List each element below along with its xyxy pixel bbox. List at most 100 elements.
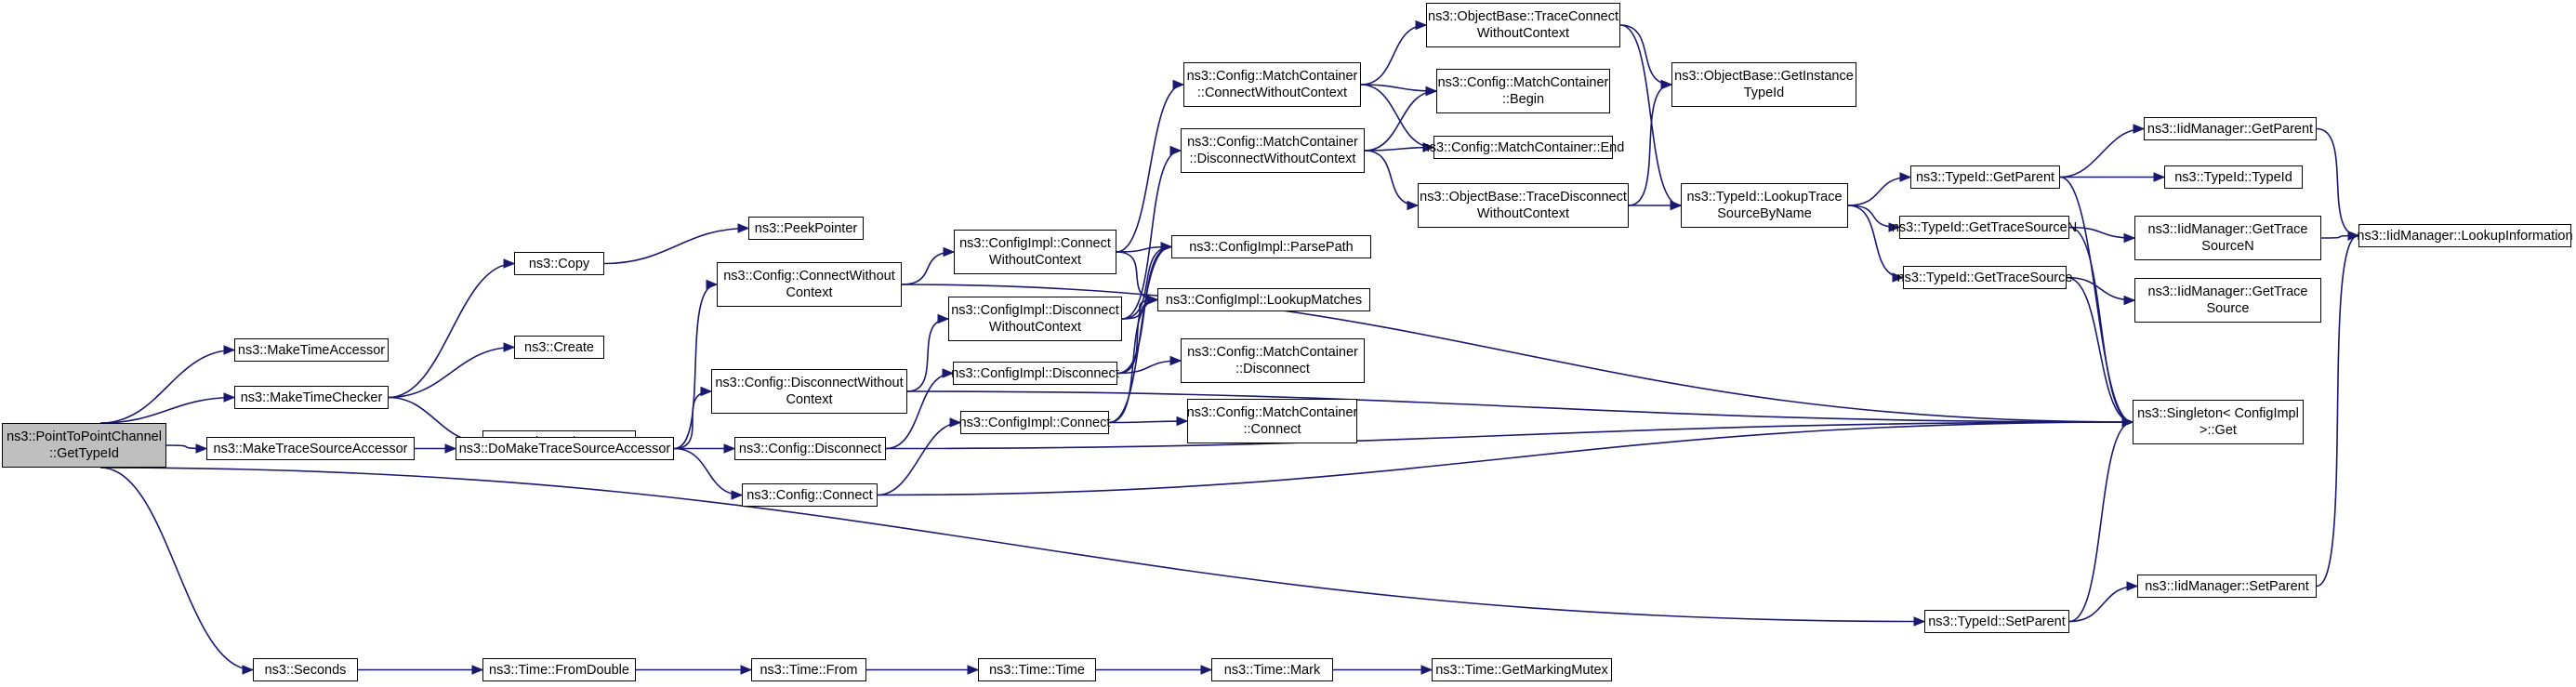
edge-typeIdGetTraceSourceN-to-iidGetTraceSourceN-arrowhead bbox=[2123, 232, 2136, 244]
node-impl-connect-w-c[interactable]: ns3::ConfigImpl::Connect WithoutContext bbox=[954, 230, 1116, 274]
node-cfg-disconnect-w-c[interactable]: ns3::Config::DisconnectWithout Context bbox=[711, 369, 907, 414]
edge-makeTimeChecker-to-copy bbox=[388, 262, 515, 399]
node-mc-begin[interactable]: ns3::Config::MatchContainer ::Begin bbox=[1436, 69, 1610, 113]
node-mc-connect-w-c[interactable]: ns3::Config::MatchContainer ::ConnectWit… bbox=[1183, 62, 1361, 107]
edge-implConnect-to-lookupMatches bbox=[1108, 298, 1158, 424]
node-create[interactable]: ns3::Create bbox=[514, 336, 604, 359]
edge-iidSetParent-to-lookupInformation bbox=[2316, 234, 2359, 588]
edge-root-to-makeTimeAccessor bbox=[100, 349, 235, 424]
edge-makeTimeChecker-to-create-arrowhead bbox=[503, 342, 516, 352]
edge-iidGetParent-to-lookupInformation bbox=[2316, 127, 2359, 237]
edge-cfgConnectWC-to-implConnectWC-arrowhead bbox=[943, 246, 956, 258]
edge-typeIdSetParent-to-singletonGet-arrowhead bbox=[2121, 416, 2134, 428]
node-iid-get-trace-source[interactable]: ns3::IidManager::GetTrace Source bbox=[2134, 278, 2321, 323]
node-time-get-marking-mutex[interactable]: ns3::Time::GetMarkingMutex bbox=[1432, 658, 1612, 681]
edge-cfgDisconnectWC-to-implDisconnectWC-arrowhead bbox=[937, 313, 950, 324]
edge-cfgDisconnect-to-singletonGet bbox=[885, 421, 2133, 450]
node-parse-path[interactable]: ns3::ConfigImpl::ParsePath bbox=[1171, 235, 1371, 258]
edge-mcDisconnectWC-to-mcBegin bbox=[1364, 90, 1437, 152]
edge-obTraceDisconnectWC-to-lookupTraceSource-arrowhead bbox=[1670, 200, 1683, 211]
edge-doMakeTSA-to-cfgConnectWC-arrowhead bbox=[706, 279, 719, 290]
node-singleton-get[interactable]: ns3::Singleton< ConfigImpl >::Get bbox=[2133, 400, 2304, 444]
edge-cfgDisconnectWC-to-singletonGet bbox=[906, 390, 2133, 423]
node-make-trace-source-accessor[interactable]: ns3::MakeTraceSourceAccessor bbox=[206, 437, 415, 460]
edge-implDisconnectWC-to-mcDisconnectWC bbox=[1121, 150, 1182, 320]
node-type-id-set-parent[interactable]: ns3::TypeId::SetParent bbox=[1924, 610, 2069, 633]
edge-obTraceConnectWC-to-lookupTraceSource bbox=[1619, 24, 1682, 206]
edge-obTraceDisconnectWC-to-obGetInstanceTypeId-arrowhead bbox=[1660, 79, 1673, 90]
node-iid-get-trace-source-n[interactable]: ns3::IidManager::GetTrace SourceN bbox=[2134, 216, 2321, 260]
node-lookup-information[interactable]: ns3::IidManager::LookupInformation bbox=[2357, 224, 2573, 247]
edge-implDisconnectWC-to-mcDisconnectWC-arrowhead bbox=[1169, 145, 1182, 156]
node-lookup-trace-source[interactable]: ns3::TypeId::LookupTrace SourceByName bbox=[1681, 183, 1848, 228]
node-do-make-t-s-a[interactable]: ns3::DoMakeTraceSourceAccessor bbox=[456, 437, 674, 460]
edge-makeTimeChecker-to-timeValueGet bbox=[388, 396, 483, 443]
node-time-time[interactable]: ns3::Time::Time bbox=[978, 658, 1096, 681]
node-cfg-disconnect[interactable]: ns3::Config::Disconnect bbox=[734, 437, 886, 460]
edge-mcConnectWC-to-obTraceConnectWC bbox=[1360, 24, 1427, 86]
edge-mcConnectWC-to-obTraceConnectWC-arrowhead bbox=[1415, 20, 1428, 31]
node-cfg-connect[interactable]: ns3::Config::Connect bbox=[742, 483, 878, 507]
edge-obTraceConnectWC-to-obGetInstanceTypeId bbox=[1619, 24, 1672, 86]
node-seconds[interactable]: ns3::Seconds bbox=[253, 658, 358, 681]
node-mc-end[interactable]: ns3::Config::MatchContainer::End bbox=[1422, 136, 1624, 159]
node-time-mark[interactable]: ns3::Time::Mark bbox=[1211, 658, 1333, 681]
edge-doMakeTSA-to-cfgConnectWC bbox=[673, 284, 718, 450]
edge-mcDisconnectWC-to-mcBegin-arrowhead bbox=[1425, 86, 1438, 97]
edge-typeIdSetParent-to-singletonGet bbox=[2068, 421, 2133, 623]
node-peek-pointer[interactable]: ns3::PeekPointer bbox=[748, 217, 864, 240]
node-impl-disconnect-w-c[interactable]: ns3::ConfigImpl::Disconnect WithoutConte… bbox=[948, 297, 1122, 341]
edge-mcDisconnectWC-to-mcEnd-arrowhead bbox=[1422, 142, 1435, 152]
node-type-id-type-id[interactable]: ns3::TypeId::TypeId bbox=[2164, 165, 2303, 189]
edge-timeFromDouble-to-timeFrom-arrowhead bbox=[740, 665, 753, 675]
edge-typeIdGetParent-to-iidGetParent bbox=[2059, 127, 2145, 178]
node-mc-connect[interactable]: ns3::Config::MatchContainer ::Connect bbox=[1187, 399, 1357, 443]
node-mc-disconnect[interactable]: ns3::Config::MatchContainer ::Disconnect bbox=[1181, 338, 1365, 383]
node-iid-set-parent[interactable]: ns3::IidManager::SetParent bbox=[2137, 575, 2317, 598]
edge-iidSetParent-to-lookupInformation-arrowhead bbox=[2347, 231, 2360, 241]
node-time-from[interactable]: ns3::Time::From bbox=[751, 658, 866, 681]
edge-cfgConnectWC-to-implConnectWC bbox=[901, 251, 955, 285]
edge-typeIdGetParent-to-typeIdTypeId-arrowhead bbox=[2153, 172, 2166, 182]
edge-typeIdGetParent-to-singletonGet bbox=[2059, 176, 2133, 423]
edge-lookupTraceSource-to-typeIdGetTraceSource-arrowhead bbox=[1892, 272, 1905, 283]
node-cfg-connect-w-c[interactable]: ns3::Config::ConnectWithout Context bbox=[717, 262, 902, 307]
node-time-from-double[interactable]: ns3::Time::FromDouble bbox=[482, 658, 636, 681]
edge-cfgConnect-to-singletonGet bbox=[877, 421, 2133, 496]
node-ob-trace-disconnect-w-c[interactable]: ns3::ObjectBase::TraceDisconnect Without… bbox=[1418, 183, 1629, 228]
node-type-id-get-trace-source[interactable]: ns3::TypeId::GetTraceSource bbox=[1897, 266, 2072, 289]
edge-timeMark-to-timeGetMarkingMutex-arrowhead bbox=[1420, 665, 1433, 675]
edge-cfgConnectWC-to-singletonGet bbox=[901, 284, 2133, 423]
edge-timeTime-to-timeMark-arrowhead bbox=[1200, 665, 1213, 675]
edge-root-to-typeIdSetParent bbox=[100, 467, 1925, 623]
edge-typeIdGetParent-to-iidGetParent-arrowhead bbox=[2133, 124, 2146, 134]
edge-root-to-makeTraceSourceAccessor-arrowhead bbox=[195, 443, 208, 454]
edge-implDisconnect-to-mcDisconnect-arrowhead bbox=[1169, 355, 1182, 366]
node-mc-disconnect-w-c[interactable]: ns3::Config::MatchContainer ::Disconnect… bbox=[1181, 128, 1365, 173]
node-lookup-matches[interactable]: ns3::ConfigImpl::LookupMatches bbox=[1157, 288, 1370, 311]
node-impl-connect[interactable]: ns3::ConfigImpl::Connect bbox=[959, 411, 1110, 434]
edge-implConnect-to-parsePath-arrowhead bbox=[1160, 242, 1173, 252]
node-impl-disconnect[interactable]: ns3::ConfigImpl::Disconnect bbox=[951, 362, 1119, 385]
edge-root-to-makeTimeChecker bbox=[100, 396, 235, 424]
node-copy[interactable]: ns3::Copy bbox=[514, 252, 604, 275]
edge-doMakeTSA-to-cfgDisconnectWC bbox=[673, 390, 712, 450]
edge-typeIdGetTraceSource-to-iidGetTraceSource-arrowhead bbox=[2123, 295, 2136, 306]
edge-root-to-typeIdSetParent-arrowhead bbox=[1913, 616, 1926, 627]
edge-lookupTraceSource-to-typeIdGetParent-arrowhead bbox=[1899, 172, 1912, 182]
node-iid-get-parent[interactable]: ns3::IidManager::GetParent bbox=[2144, 117, 2317, 140]
node-make-time-checker[interactable]: ns3::MakeTimeChecker bbox=[234, 386, 389, 409]
node-ob-trace-connect-w-c[interactable]: ns3::ObjectBase::TraceConnect WithoutCon… bbox=[1426, 3, 1620, 47]
edge-root-to-seconds bbox=[100, 467, 254, 671]
edge-lookupTraceSource-to-typeIdGetTraceSourceN-arrowhead bbox=[1888, 222, 1901, 232]
edge-copy-to-peekPointer-arrowhead bbox=[737, 223, 750, 233]
edge-typeIdSetParent-to-iidSetParent-arrowhead bbox=[2126, 581, 2139, 591]
node-type-id-get-parent[interactable]: ns3::TypeId::GetParent bbox=[1910, 165, 2060, 189]
node-type-id-get-trace-source-n[interactable]: ns3::TypeId::GetTraceSourceN bbox=[1892, 216, 2077, 239]
edge-root-to-seconds-arrowhead bbox=[242, 665, 255, 675]
node-make-time-accessor[interactable]: ns3::MakeTimeAccessor bbox=[234, 338, 389, 362]
node-ob-get-instance-type-id[interactable]: ns3::ObjectBase::GetInstance TypeId bbox=[1671, 62, 1856, 107]
edge-seconds-to-timeFromDouble-arrowhead bbox=[471, 665, 484, 675]
node-root[interactable]: ns3::PointToPointChannel ::GetTypeId bbox=[2, 423, 166, 468]
